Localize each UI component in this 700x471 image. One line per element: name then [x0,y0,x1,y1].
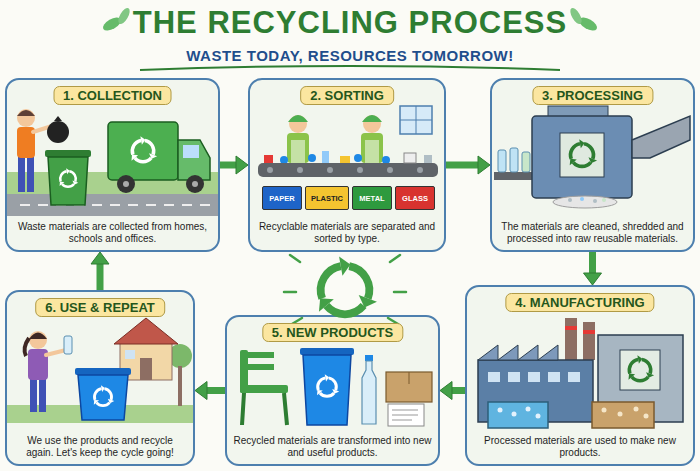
arrow-head [440,382,452,400]
bin-label: PAPER [262,186,302,210]
flow-arrow [195,382,225,400]
step-heading: 1. COLLECTION [53,86,172,105]
step-panel: 2. SORTING Recyclable materials are separ… [248,78,446,252]
step-heading: 3. PROCESSING [532,86,653,105]
flow-arrow [584,252,602,285]
center-recycle-symbol-part [284,291,296,294]
arrow-head [236,156,248,174]
step-heading: 5. NEW PRODUCTS [262,323,403,342]
title-leaves-part [101,15,123,34]
step-heading: 2. SORTING [300,86,394,105]
flow-arrow [446,156,490,174]
bin-label: METAL [352,186,392,210]
step-description: Waste materials are collected from homes… [13,221,212,245]
flow-arrow [220,156,248,174]
bin-label: PLASTIC [305,186,349,210]
flow-arrow [440,382,465,400]
center-recycle-symbol-part [390,255,400,262]
center-recycle-symbol-part [290,255,300,262]
bin-label: GLASS [395,186,435,210]
title-leaves-part [116,6,132,26]
arrow-shaft [446,162,480,169]
flow-arrow [91,252,109,290]
step-heading: 6. USE & REPEAT [35,298,165,317]
step-heading: 4. MANUFACTURING [505,293,654,312]
title-leaves-part [140,66,560,70]
step-panel: 3. PROCESSING The materials are cleaned, … [490,78,695,252]
step-panel: 6. USE & REPEAT We use the products and r… [5,290,195,466]
step-description: Processed materials are used to make new… [473,435,687,459]
step-panel: 5. NEW PRODUCTS Recycled materials are tr… [225,315,440,466]
step-description: The materials are cleaned, shredded and … [498,221,687,245]
arrow-shaft [589,252,596,275]
title-leaves-part [577,15,599,34]
step-description: We use the products and recycle again. L… [13,435,187,459]
arrow-shaft [97,262,104,290]
arrow-shaft [205,387,225,394]
subtitle: WASTE TODAY, RESOURCES TOMORROW! [0,45,700,65]
arrow-shaft [450,387,465,394]
arrow-head [195,382,207,400]
arrow-head [478,156,490,174]
step-panel: 4. MANUFACTURING Processed materials are … [465,285,695,466]
arrow-head [91,252,109,264]
center-recycle-symbol-part [394,291,406,294]
step-description: Recyclable materials are separated and s… [256,221,438,245]
arrow-head [584,273,602,285]
arrow-shaft [220,162,238,169]
step-panel: 1. COLLECTION Waste materials are collect… [5,78,220,252]
title-leaves-part [568,6,584,26]
step-description: Recycled materials are transformed into … [233,435,432,459]
diagram-title: THE RECYCLING PROCESS [0,5,700,41]
